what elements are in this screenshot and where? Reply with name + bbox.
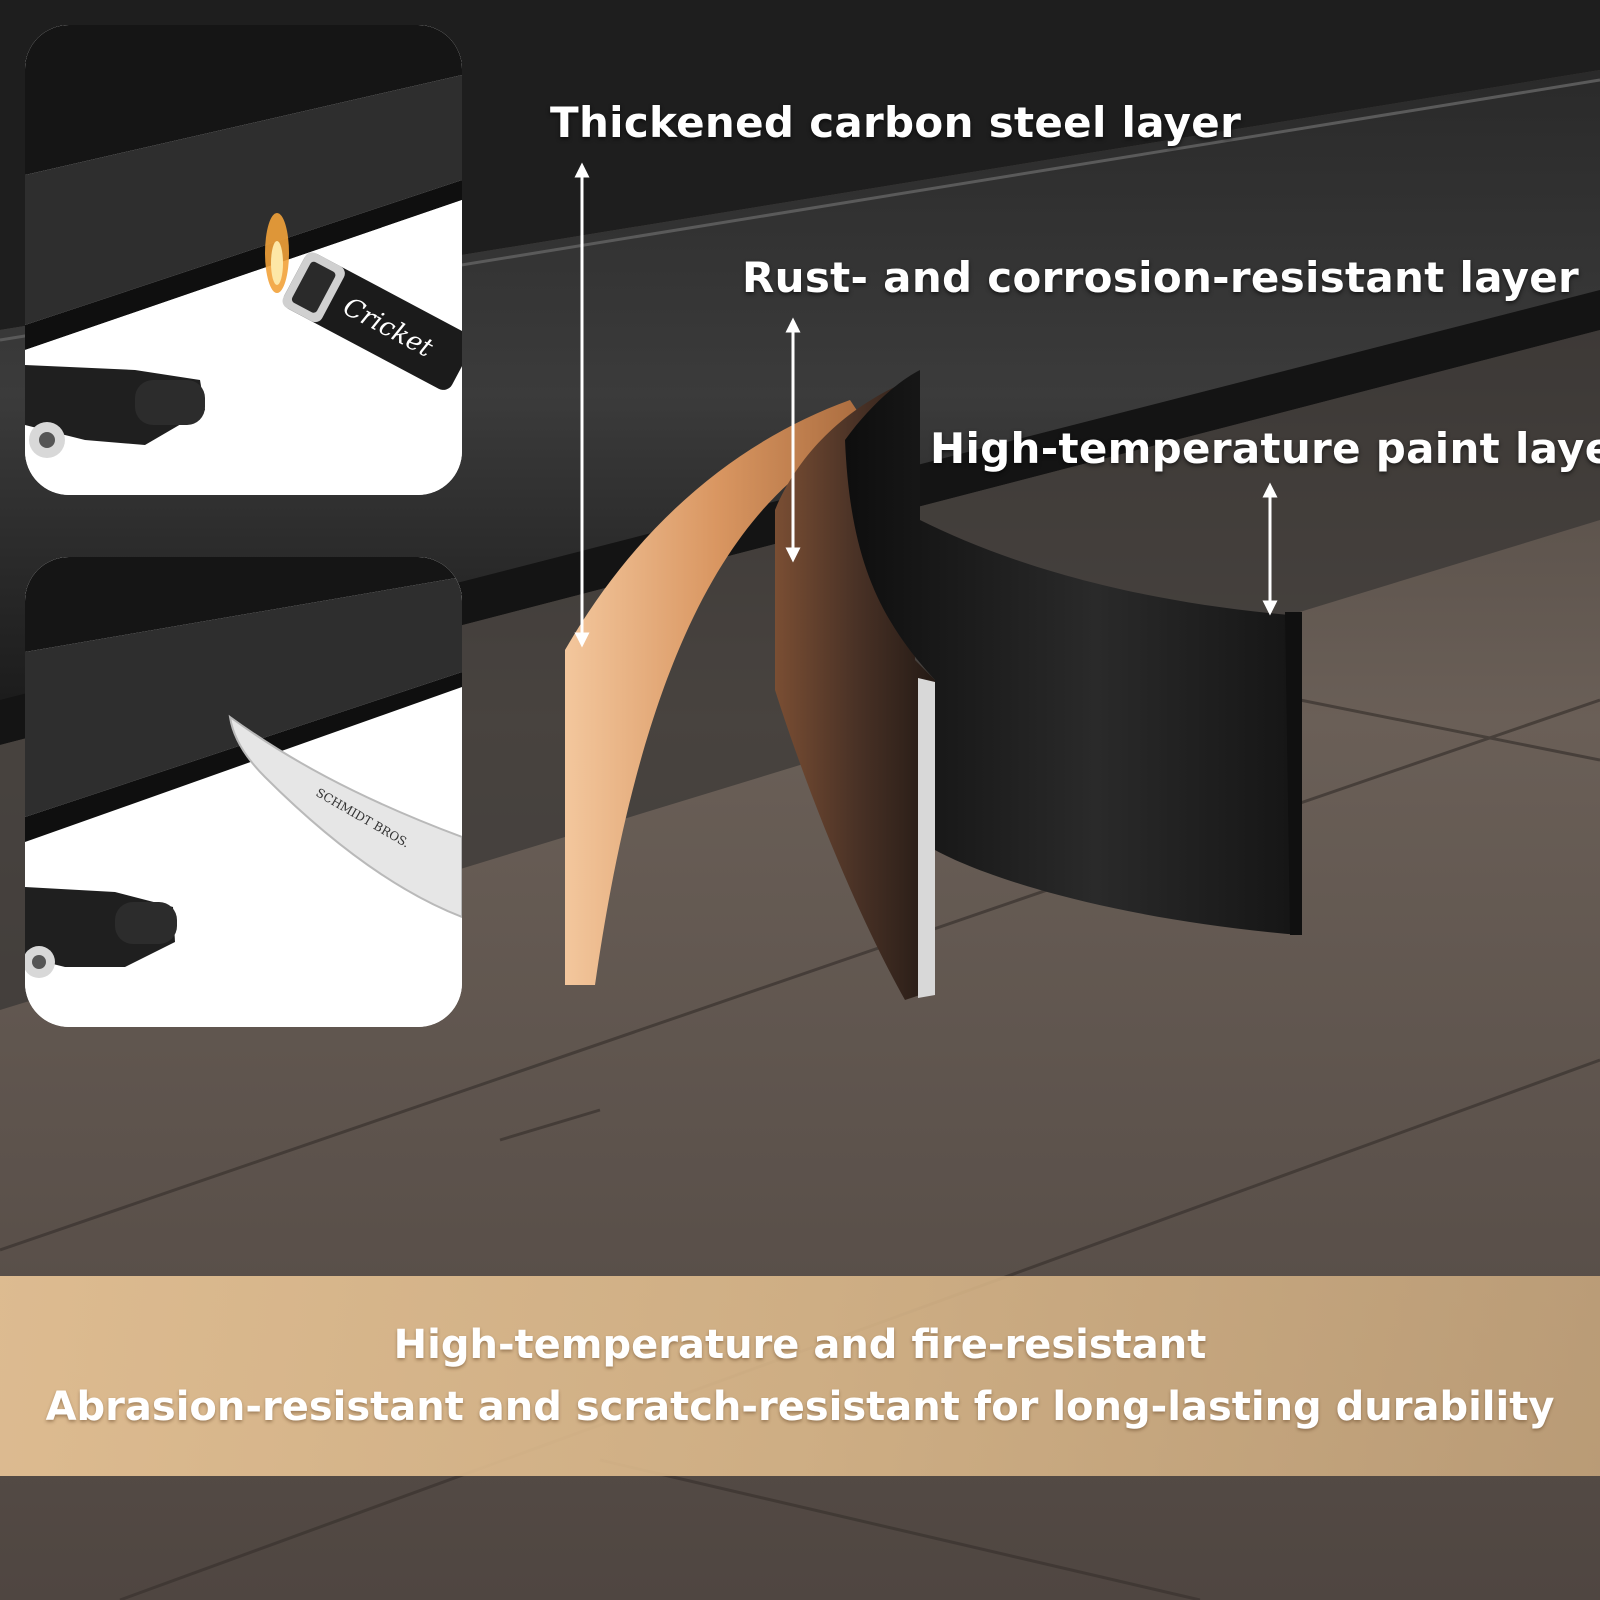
- rust-resistant-layer-label: Rust- and corrosion-resistant layer: [742, 253, 1580, 302]
- banner-line-abrasion: Abrasion-resistant and scratch-resistant…: [45, 1384, 1555, 1430]
- feature-banner: High-temperature and fire-resistant Abra…: [0, 1276, 1600, 1476]
- carbon-steel-layer-label: Thickened carbon steel layer: [550, 98, 1242, 147]
- inset-knife-test: SCHMIDT BROS.: [25, 557, 462, 1027]
- banner-line-fire: High-temperature and fire-resistant: [393, 1322, 1207, 1368]
- inset-lighter-test: Cricket: [25, 25, 462, 495]
- paint-layer-label: High-temperature paint layer: [930, 424, 1600, 473]
- knife-icon: [228, 714, 462, 919]
